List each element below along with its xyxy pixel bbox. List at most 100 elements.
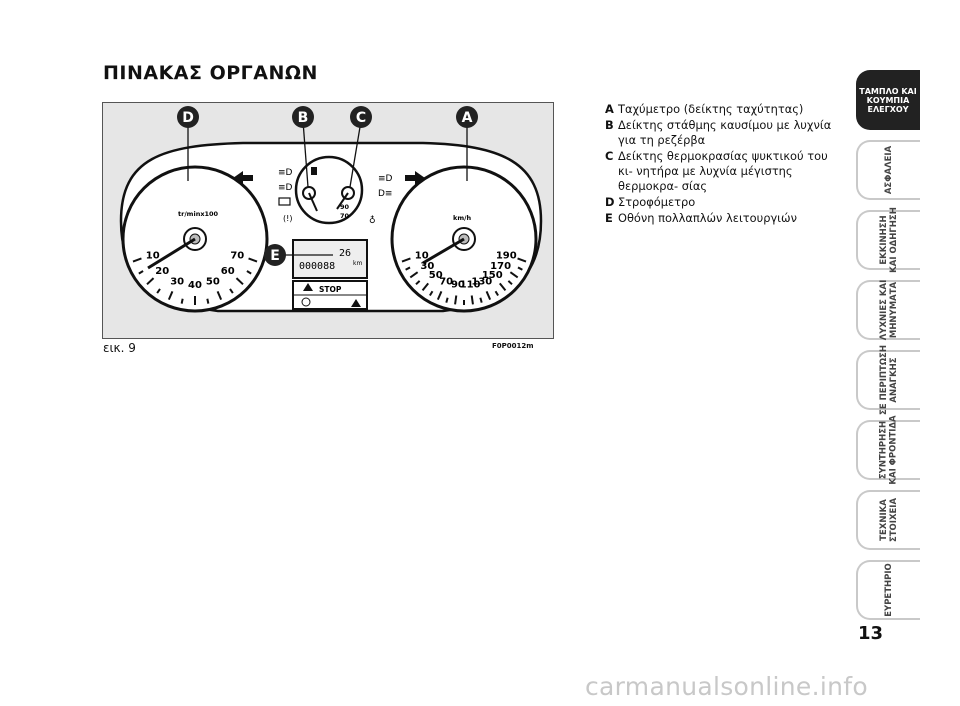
page-title: ΠΙΝΑΚΑΣ ΟΡΓΑΝΩΝ [103, 62, 318, 84]
callout-letter: C [356, 110, 366, 126]
dial-tick [499, 282, 507, 291]
page-number: 13 [858, 623, 884, 644]
display-odometer: 000088 [299, 261, 335, 272]
dial-tick [421, 282, 429, 291]
sidelight-icon: ≡D [278, 183, 293, 193]
dial-tick [409, 271, 419, 279]
dial-tick [206, 298, 210, 304]
tab-label: ΕΥΡΕΤΗΡΙΟ [884, 563, 894, 617]
tab-index[interactable]: ΕΥΡΕΤΗΡΙΟ [856, 560, 920, 620]
dial-number: 70 [230, 250, 244, 261]
multifunction-display [292, 239, 368, 279]
callout-letter: E [270, 248, 280, 264]
tab-technical-data[interactable]: ΤΕΧΝΙΚΑ ΣΤΟΙΧΕΙΑ [856, 490, 920, 550]
fuel-pump-icon [311, 167, 317, 175]
legend-item-c: C Δείκτης θερμοκρασίας ψυκτικού του κι- ν… [605, 149, 845, 194]
callout-letter: B [298, 110, 309, 126]
dial-number: 50 [429, 270, 443, 281]
figure-code: F0P0012m [492, 342, 534, 350]
watermark: carmanualsonline.info [585, 672, 868, 701]
callout-markers: D B C A E [177, 106, 478, 266]
tab-label: ΤΕΧΝΙΚΑ ΣΤΟΙΧΕΙΑ [879, 497, 899, 543]
legend-text: Ταχύμετρο (δείκτης ταχύτητας) [618, 102, 804, 116]
dial-number: 10 [146, 250, 160, 261]
dial-number: 170 [490, 261, 511, 272]
dial-tick [509, 271, 519, 279]
rear-fog-icon: D≡ [378, 189, 392, 199]
dial-tick [216, 290, 223, 300]
legend-text: Δείκτης στάθμης καυσίμου με λυχνία για τ… [618, 118, 832, 147]
legend-key: D [605, 195, 615, 209]
dial-tick [180, 298, 184, 304]
tab-dashboard[interactable]: ΤΑΜΠΛΟ ΚΑΙ ΚΟΥΜΠΙΑ ΕΛΕΓΧΟΥ [856, 70, 920, 130]
dial-tick [517, 266, 523, 271]
callout-circle [177, 106, 199, 128]
left-turn-arrow-icon [233, 171, 253, 185]
dial-tick [436, 290, 443, 300]
tab-warning-lights[interactable]: ΛΥΧΝΙΕΣ ΚΑΙ ΜΗΝΥΜΑΤΑ [856, 280, 920, 340]
tab-label: ΣΕ ΠΕΡΙΠΤΩΣΗ ΑΝΑΓΚΗΣ [879, 345, 900, 415]
legend-key: C [605, 149, 614, 163]
dial-number: 30 [420, 261, 434, 272]
dial-number: 10 [415, 250, 429, 261]
callout-letter: A [462, 110, 473, 126]
legend-key: E [605, 211, 613, 225]
dial-number: 190 [496, 250, 517, 261]
temp-label-90: 90 [340, 203, 350, 211]
dial-tick [246, 270, 252, 275]
fog-light-icon: ≡D [378, 174, 393, 184]
stop-label: STOP [319, 285, 342, 294]
tachometer-needle [147, 237, 196, 270]
warning-triangle-icon [303, 283, 313, 291]
tab-starting-driving[interactable]: ΕΚΚΙΝΗΣΗ ΚΑΙ ΟΔΗΓΗΣΗ [856, 207, 920, 273]
dial-tick [479, 297, 483, 303]
dial-number: 90 [451, 280, 465, 291]
dial-tick [415, 280, 421, 286]
callout-circle [456, 106, 478, 128]
dial-tick [235, 277, 244, 286]
dial-number: 50 [206, 276, 220, 287]
dial-tick [405, 266, 411, 271]
legend-text: Οθόνη πολλαπλών λειτουργιών [618, 211, 797, 225]
tab-safety[interactable]: ΑΣΦΑΛΕΙΑ [856, 140, 920, 200]
display-top-value: 26 [339, 248, 351, 259]
temp-label-70: 70 [340, 212, 350, 220]
battery-icon [278, 197, 291, 206]
legend-key: A [605, 102, 614, 116]
callout-circle [292, 106, 314, 128]
dial-number: 70 [439, 276, 453, 287]
dial-tick [517, 257, 527, 263]
dial-tick [156, 288, 161, 294]
tab-maintenance[interactable]: ΣΥΝΤΗΡΗΣΗ ΚΑΙ ΦΡΟΝΤΙΔΑ [856, 415, 920, 485]
legend-item-e: E Οθόνη πολλαπλών λειτουργιών [605, 211, 845, 226]
legend-list: A Ταχύμετρο (δείκτης ταχύτητας) B Δείκτης … [605, 102, 845, 227]
callout-letter: D [182, 110, 194, 126]
dial-number: 20 [155, 266, 169, 277]
callout-circle [350, 106, 372, 128]
legend-key: B [605, 118, 614, 132]
dial-tick [454, 295, 458, 305]
dial-number: 110 [460, 280, 481, 291]
dial-tick [401, 257, 411, 263]
airbag-icon [301, 297, 311, 307]
right-turn-arrow-icon [405, 171, 425, 185]
legend-item-b: B Δείκτης στάθμης καυσίμου με λυχνία για … [605, 118, 845, 148]
tab-label: ΤΑΜΠΛΟ ΚΑΙ ΚΟΥΜΠΙΑ ΕΛΕΓΧΟΥ [859, 86, 917, 114]
callout-circle [264, 244, 286, 266]
temp-needle [336, 192, 349, 210]
tab-label: ΑΣΦΑΛΕΙΑ [883, 145, 894, 195]
dial-tick [138, 270, 144, 275]
speedometer-needle [422, 237, 465, 265]
dial-number: 150 [482, 270, 503, 281]
tab-emergency[interactable]: ΣΕ ΠΕΡΙΠΤΩΣΗ ΑΝΑΓΚΗΣ [856, 345, 920, 415]
display-unit: km [353, 260, 362, 267]
dial-tick [494, 290, 499, 297]
dial-tick [429, 290, 434, 297]
figure-caption: εικ. 9 [103, 341, 136, 355]
legend-text: Δείκτης θερμοκρασίας ψυκτικού του κι- νη… [618, 149, 828, 193]
